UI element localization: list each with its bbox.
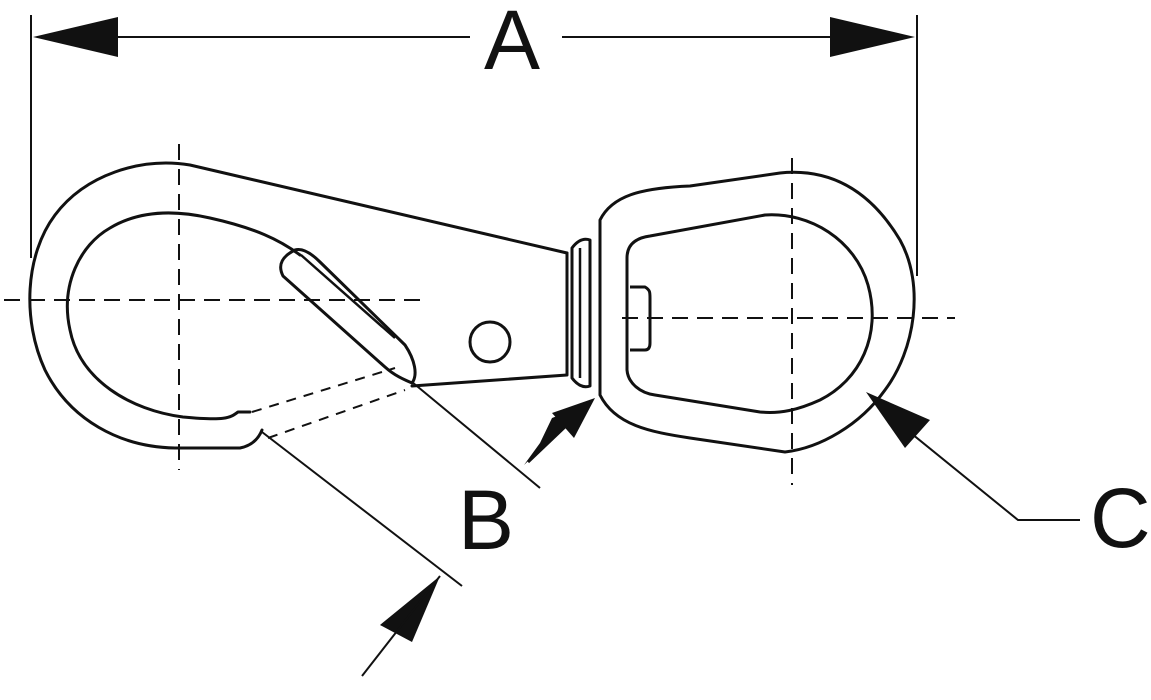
gate-outline	[279, 248, 417, 385]
dimension-label-a: A	[484, 0, 541, 87]
arrow-b-upper-shaft	[526, 401, 592, 464]
hook-inner-outline	[65, 211, 302, 421]
swivel-eye-inner	[625, 213, 874, 414]
arrow-b-lower-shaft	[361, 575, 441, 677]
arrow-b-lower-icon	[380, 576, 440, 642]
dimension-label-b: B	[458, 473, 515, 567]
snap-gate	[279, 248, 417, 385]
extension-line-b-lower	[261, 431, 463, 587]
arrow-c-icon	[866, 392, 930, 448]
hidden-gate-edges	[251, 367, 406, 439]
hook-outer-outline	[28, 161, 569, 450]
arrow-a-right-icon	[830, 17, 915, 57]
hidden-edge-upper	[251, 367, 396, 413]
hidden-edge-lower	[267, 389, 406, 439]
collar-outline	[570, 237, 592, 389]
snap-hook-body	[28, 161, 569, 450]
swivel-pin	[630, 285, 652, 352]
leader-line-c	[879, 407, 1080, 521]
dimension-label-c: C	[1090, 471, 1151, 565]
gate-inner-line	[300, 254, 396, 339]
hook-lower-edge	[410, 251, 569, 388]
swivel-collar	[570, 237, 592, 389]
dimension-c	[866, 392, 1080, 521]
swivel-eye-outer	[598, 170, 916, 454]
extension-line-b-upper	[411, 381, 541, 489]
center-lines	[4, 144, 955, 485]
rivet-hole-icon	[468, 320, 512, 364]
arrow-a-left-icon	[33, 17, 118, 57]
dimension-b	[261, 381, 595, 677]
dimension-a	[30, 15, 918, 276]
swivel-eye	[598, 170, 916, 454]
